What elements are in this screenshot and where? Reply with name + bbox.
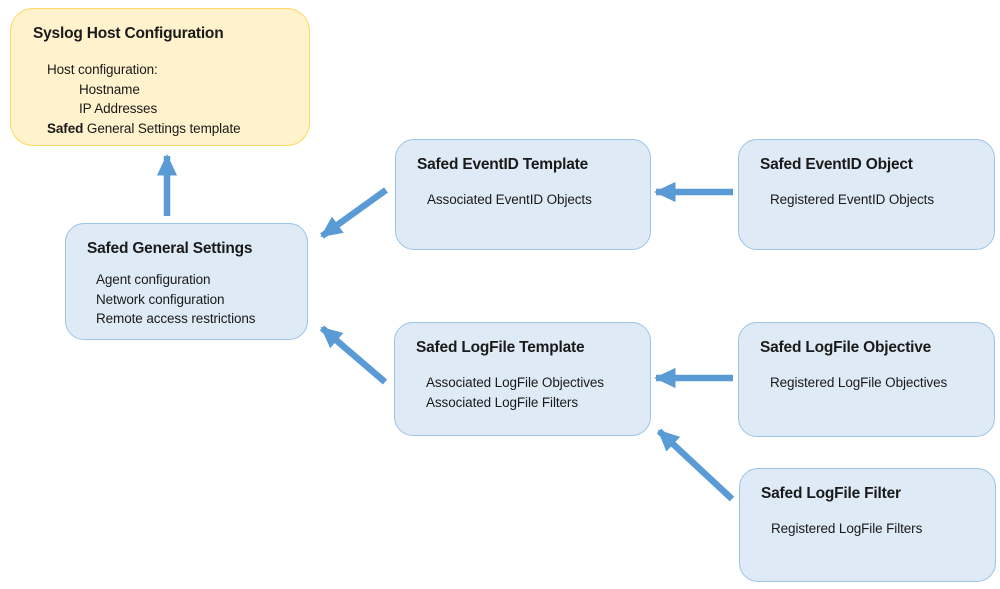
body-line: Host configuration: bbox=[47, 62, 158, 77]
body-line: Registered EventID Objects bbox=[770, 192, 934, 207]
body-line: Associated LogFile Objectives bbox=[426, 375, 604, 390]
node-title: Safed EventID Object bbox=[760, 156, 913, 173]
node-body: Registered LogFile Filters bbox=[771, 519, 995, 539]
body-line: Hostname bbox=[79, 81, 140, 97]
node-title: Safed LogFile Objective bbox=[760, 339, 932, 356]
body-line: Associated LogFile Filters bbox=[426, 394, 578, 410]
body-line: Network configuration bbox=[96, 291, 225, 307]
arrow-logfile-template-to-general-settings bbox=[319, 325, 388, 385]
node-body: Associated LogFile Objectives Associated… bbox=[426, 373, 650, 412]
node-body: Registered LogFile Objectives bbox=[770, 373, 994, 393]
node-body: Host configuration: Hostname IP Addresse… bbox=[47, 60, 309, 138]
node-body: Associated EventID Objects bbox=[427, 190, 650, 210]
body-line: Associated EventID Objects bbox=[427, 192, 592, 207]
node-safed-logfile-filter: Safed LogFile Filter Registered LogFile … bbox=[739, 468, 996, 582]
node-title: Safed General Settings bbox=[87, 240, 253, 257]
node-title: Safed EventID Template bbox=[417, 156, 589, 173]
body-line: Remote access restrictions bbox=[96, 311, 256, 326]
body-line: Agent configuration bbox=[96, 272, 211, 287]
arrow-logfile-filter-to-logfile-template bbox=[656, 428, 735, 502]
node-safed-logfile-objective: Safed LogFile Objective Registered LogFi… bbox=[738, 322, 995, 437]
body-line: Registered LogFile Objectives bbox=[770, 375, 948, 390]
node-title: Syslog Host Configuration bbox=[33, 25, 224, 42]
node-safed-eventid-template: Safed EventID Template Associated EventI… bbox=[395, 139, 651, 250]
arrow-eventid-template-to-general-settings bbox=[320, 187, 388, 239]
node-title: Safed LogFile Filter bbox=[761, 485, 901, 502]
body-line: Safed General Settings template bbox=[47, 119, 309, 139]
node-body: Agent configuration Network configuratio… bbox=[96, 270, 307, 329]
node-safed-general-settings: Safed General Settings Agent configurati… bbox=[65, 223, 308, 340]
node-syslog-host-configuration: Syslog Host Configuration Host configura… bbox=[10, 8, 310, 146]
body-line-rest: General Settings template bbox=[83, 120, 241, 136]
node-safed-logfile-template: Safed LogFile Template Associated LogFil… bbox=[394, 322, 651, 436]
body-line: Registered LogFile Filters bbox=[771, 521, 923, 536]
body-line: IP Addresses bbox=[79, 101, 158, 116]
node-title: Safed LogFile Template bbox=[416, 339, 585, 356]
bold-safed-label: Safed bbox=[47, 120, 84, 136]
node-safed-eventid-object: Safed EventID Object Registered EventID … bbox=[738, 139, 995, 250]
node-body: Registered EventID Objects bbox=[770, 190, 994, 210]
